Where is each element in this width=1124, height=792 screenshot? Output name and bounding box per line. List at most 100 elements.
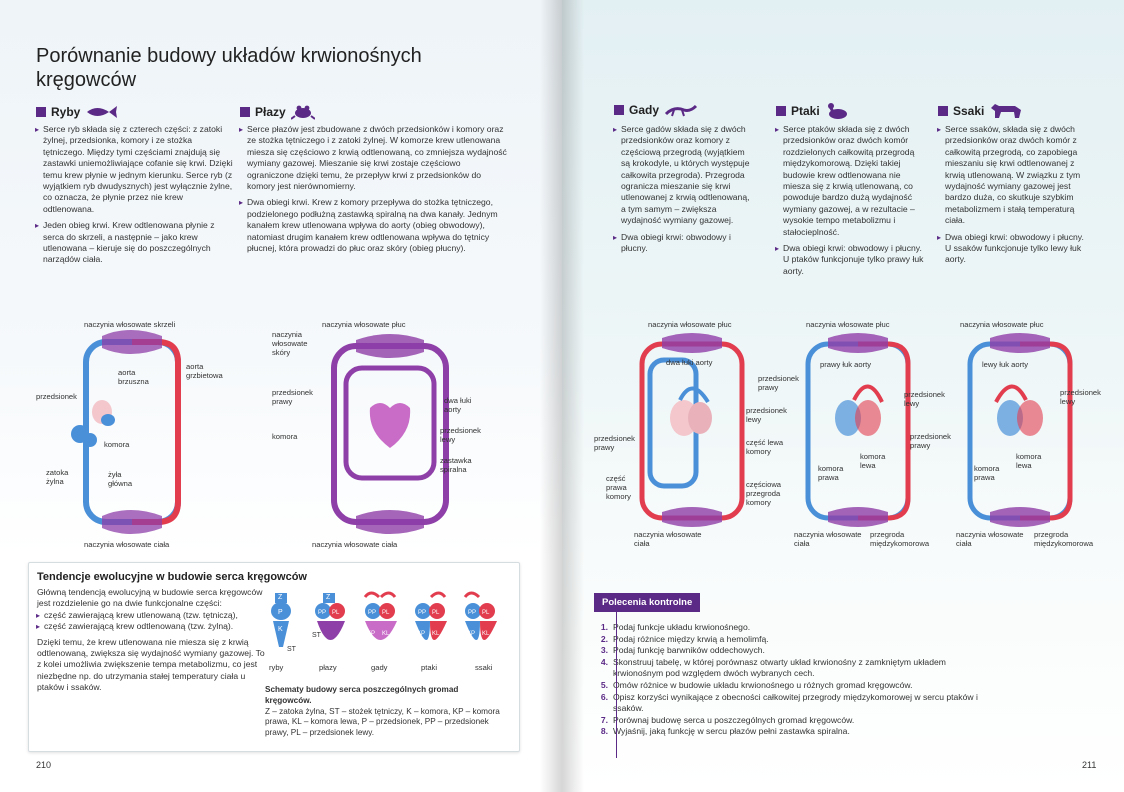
section-ryby-title: Ryby — [51, 105, 81, 119]
gady-paragraph-2: Dwa obiegi krwi: obwodowy i płucny. — [613, 232, 754, 255]
mammal-label-przedsionek-lewy: przedsionek lewy — [1060, 388, 1101, 406]
evolution-outro: Dzięki temu, że krew utlenowana nie mies… — [37, 636, 265, 693]
fish-label-zatoka: zatoka żylna — [46, 468, 69, 486]
mammal-label-body: naczynia włosowate ciała — [956, 530, 1024, 548]
mammal-label-komora-prawa: komora prawa — [974, 464, 1000, 482]
question-item: 8.Wyjaśnij, jaką funkcję w sercu płazów … — [600, 726, 850, 737]
heart-ptaki: PP PL KP KL — [415, 591, 447, 640]
reptile-label-luki: dwa łuki aorty — [666, 358, 713, 367]
svg-text:KL: KL — [382, 631, 390, 637]
ptaki-paragraph-2: Dwa obiegi krwi: obwodowy i płucny. U pt… — [775, 243, 926, 277]
mammal-label-komora-lewa: komora lewa — [1016, 452, 1042, 470]
question-item: 6.Opisz korzyści wynikające z obecności … — [600, 691, 978, 714]
fish-icon — [87, 106, 118, 118]
svg-text:KL: KL — [482, 631, 490, 637]
frog-label-body: naczynia włosowate ciała — [312, 540, 398, 549]
question-item: 5.Omów różnice w budowie układu krwionoś… — [600, 679, 913, 690]
bullet-square-icon — [36, 107, 46, 117]
fish-label-aorta-grzbietowa: aorta grzbietowa — [186, 362, 223, 380]
svg-text:ST: ST — [287, 646, 297, 653]
section-plazy-heading: Płazy — [240, 104, 315, 120]
svg-text:KP: KP — [367, 631, 375, 637]
frog-label-przedsionek-lewy: przedsionek lewy — [440, 426, 481, 444]
svg-text:ST: ST — [312, 632, 322, 639]
ryby-paragraph-2: Jeden obieg krwi. Krew odtlenowana płyni… — [35, 220, 234, 266]
svg-text:KP: KP — [467, 631, 475, 637]
section-ptaki-heading: Ptaki — [776, 102, 849, 120]
section-ryby-heading: Ryby — [36, 104, 119, 120]
svg-text:PL: PL — [382, 610, 390, 616]
heart-ssaki: PP PL KP KL — [463, 591, 497, 640]
bird-label-komora-prawa: komora prawa — [818, 464, 844, 482]
bullet-square-icon — [240, 107, 250, 117]
bird-label-przedsionek-lewy: przedsionek lewy — [904, 390, 945, 408]
frog-label-przedsionek-prawy: przedsionek prawy — [272, 388, 313, 406]
svg-text:PP: PP — [368, 610, 376, 616]
svg-text:PL: PL — [332, 610, 340, 616]
reptile-label-body: naczynia włosowate ciała — [634, 530, 702, 548]
mammal-label-przegroda: przegroda międzykomorowa — [1034, 530, 1094, 548]
ssaki-paragraph-2: Dwa obiegi krwi: obwodowy i płucny. U ss… — [937, 232, 1086, 266]
section-ssaki-title: Ssaki — [953, 104, 985, 118]
mammal-label-lungs: naczynia włosowate płuc — [960, 320, 1044, 329]
section-gady-text: Serce gadów składa się z dwóch przedsion… — [613, 124, 754, 259]
fish-label-gills: naczynia włosowate skrzeli — [84, 320, 176, 329]
section-ptaki-title: Ptaki — [791, 104, 820, 118]
ryby-paragraph-1: Serce ryb składa się z czterech części: … — [35, 124, 234, 215]
bird-label-lungs: naczynia włosowate płuc — [806, 320, 890, 329]
svg-text:KP: KP — [417, 631, 425, 637]
section-plazy-text: Serce płazów jest zbudowane z dwóch prze… — [239, 124, 508, 259]
reptile-label-przedsionek-prawy: przedsionek prawy — [594, 434, 635, 452]
svg-text:P: P — [278, 609, 283, 616]
bird-circulation-diagram — [805, 333, 911, 527]
reptile-label-czesc-lewa: część lewa komory — [746, 438, 784, 456]
fish-label-body: naczynia włosowate ciała — [84, 540, 170, 549]
plazy-paragraph-2: Dwa obiegi krwi. Krew z komory przepływa… — [239, 197, 508, 254]
svg-text:Z: Z — [278, 594, 283, 601]
page-number-left: 210 — [36, 760, 52, 770]
lizard-icon — [664, 104, 698, 117]
heart-label-ryby: ryby — [269, 663, 284, 672]
section-gady-title: Gady — [629, 103, 660, 117]
right-page: Gady Serce gadów składa się z dwóch prze… — [562, 0, 1124, 792]
svg-text:PP: PP — [418, 610, 426, 616]
bird-icon — [827, 103, 847, 119]
questions-list: 1.Podaj funkcje układu krwionośnego. 2.P… — [594, 622, 984, 738]
bullet-square-icon — [938, 106, 948, 116]
frog-circulation-diagram — [331, 334, 449, 534]
reptile-label-lungs: naczynia włosowate płuc — [648, 320, 732, 329]
fish-label-zyla: żyła główna — [108, 470, 133, 488]
bird-label-luk: prawy łuk aorty — [820, 360, 872, 369]
svg-text:PL: PL — [432, 610, 440, 616]
question-item: 3.Podaj funkcję barwników oddechowych. — [600, 645, 765, 656]
svg-text:Z: Z — [326, 594, 331, 601]
reptile-circulation-diagram — [639, 333, 745, 527]
section-ssaki-heading: Ssaki — [938, 102, 1025, 120]
frog-icon — [290, 105, 315, 120]
heart-label-ssaki: ssaki — [475, 663, 493, 672]
evolution-box: Tendencje ewolucyjne w budowie serca krę… — [28, 562, 520, 752]
reptile-label-przedsionek-lewy: przedsionek lewy — [746, 406, 787, 424]
svg-text:PP: PP — [318, 610, 326, 616]
reptile-label-czesc-prawa: część prawa komory — [606, 474, 631, 501]
svg-text:K: K — [278, 626, 283, 633]
frog-label-lungs: naczynia włosowate płuc — [322, 320, 406, 329]
svg-text:KL: KL — [432, 631, 440, 637]
fish-label-przedsionek: przedsionek — [36, 392, 77, 401]
heart-plazy: Z PP PL ST — [312, 593, 345, 640]
bird-label-komora-lewa: komora lewa — [860, 452, 886, 470]
bullet-square-icon — [614, 105, 624, 115]
mammal-label-przedsionek-prawy: przedsionek prawy — [910, 432, 951, 450]
section-ssaki-text: Serce ssaków, składa się z dwóch przedsi… — [937, 124, 1086, 271]
evolution-intro: Główną tendencją ewolucyjną w budowie se… — [37, 587, 263, 609]
question-item: 7.Porównaj budowę serca u poszczególnych… — [600, 714, 855, 725]
fish-circulation-diagram — [71, 330, 181, 534]
frog-label-skin: naczynia włosowate skóry — [272, 330, 308, 357]
ptaki-paragraph-1: Serce ptaków składa się z dwóch przedsio… — [775, 124, 926, 238]
mammal-icon — [991, 104, 1022, 118]
page-number-right: 211 — [1082, 760, 1097, 770]
mammal-label-luk: lewy łuk aorty — [982, 360, 1029, 369]
fish-label-komora: komora — [104, 440, 130, 449]
gady-paragraph-1: Serce gadów składa się z dwóch przedsion… — [613, 124, 754, 227]
heart-caption: Schematy budowy serca poszczególnych gro… — [265, 685, 505, 739]
